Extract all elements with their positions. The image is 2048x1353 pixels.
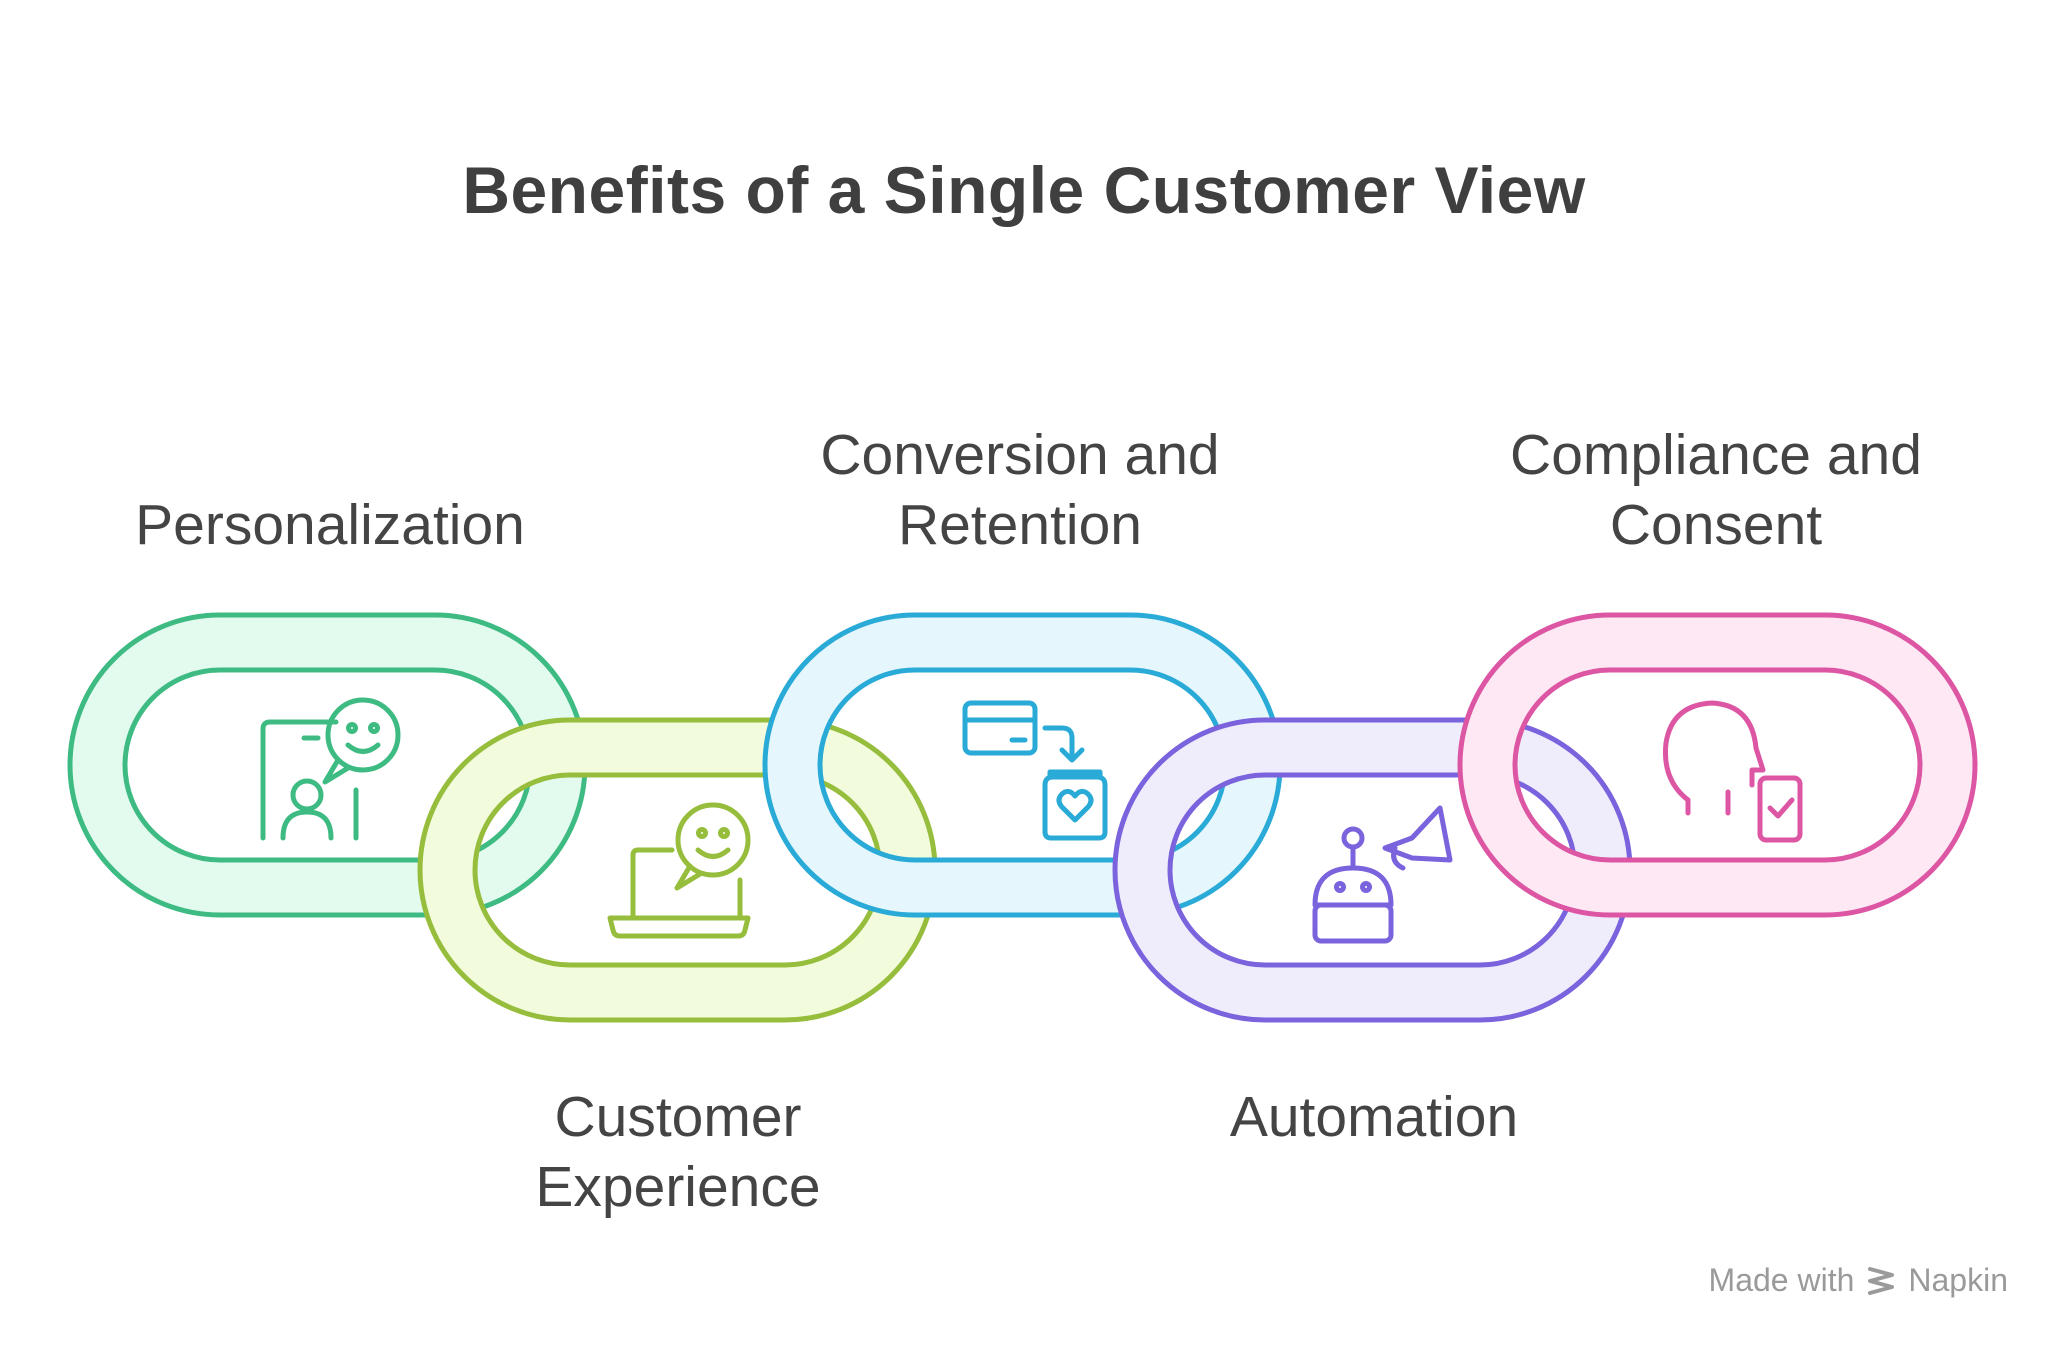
chain-link-compliance-consent [1457, 612, 1978, 918]
label-compliance-consent: Compliance and Consent [1510, 423, 1922, 557]
watermark-prefix: Made with [1708, 1262, 1855, 1298]
head-phone-check-icon [1662, 700, 1803, 843]
diagram-title: Benefits of a Single Customer View [462, 153, 1586, 227]
label-customer-experience: Customer Experience [535, 1085, 821, 1219]
laptop-chat-icon [607, 802, 751, 939]
card-bag-icon [962, 700, 1108, 841]
robot-megaphone-icon [1312, 805, 1453, 944]
watermark-brand: Napkin [1908, 1262, 2008, 1298]
made-with-napkin-watermark: Made with Napkin [1709, 1262, 2008, 1299]
phone-chat-icon [260, 697, 401, 841]
napkin-logo-icon [1868, 1266, 1895, 1295]
label-personalization: Personalization [135, 493, 525, 557]
label-conversion-retention: Conversion and Retention [820, 423, 1220, 557]
label-automation: Automation [1229, 1085, 1519, 1149]
chain-link-automation [1112, 717, 1633, 1023]
chain-link-customer-experience [417, 717, 938, 1023]
